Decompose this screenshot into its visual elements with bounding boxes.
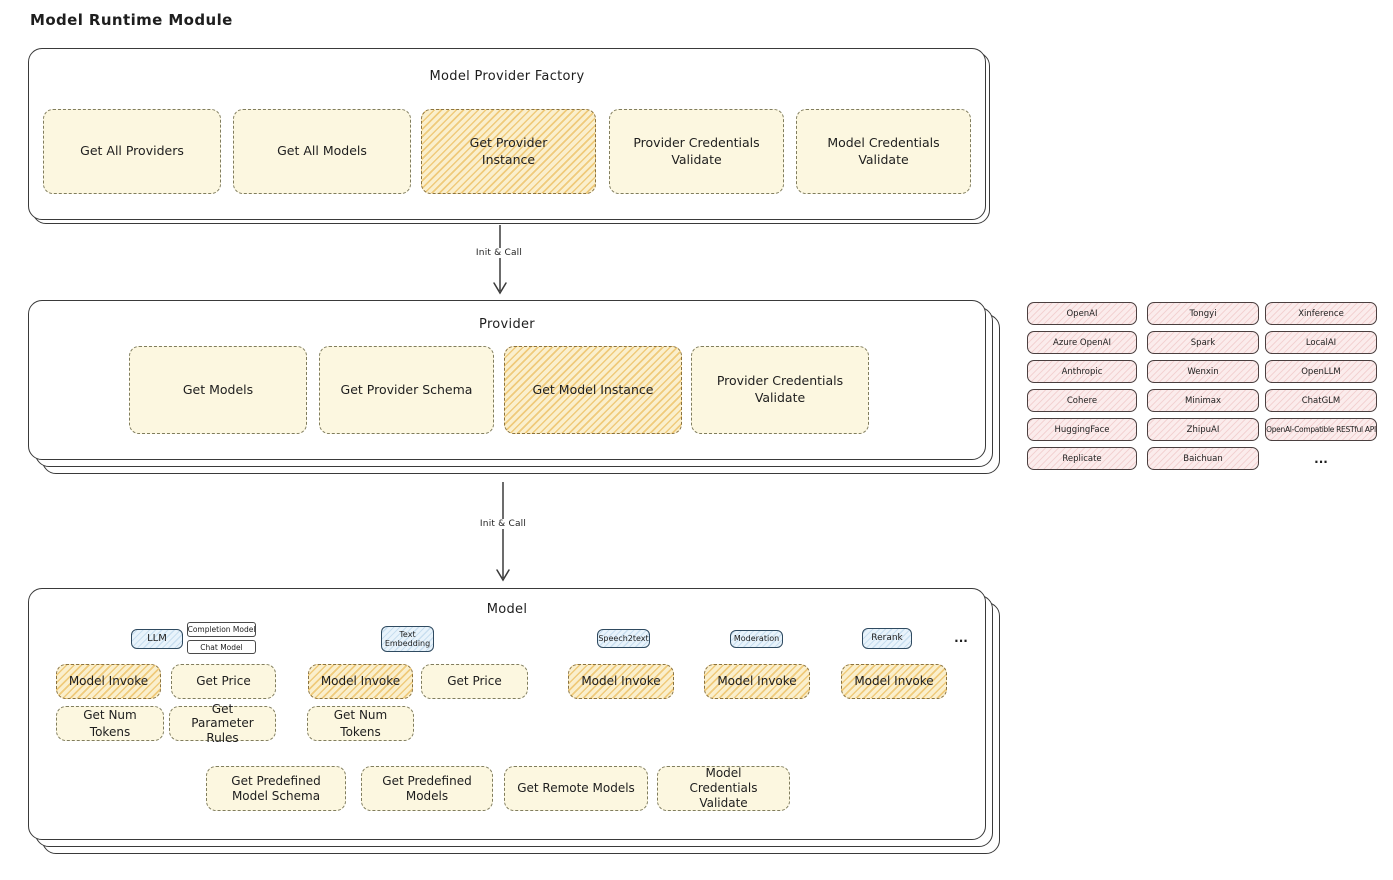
node-get-provider-schema: Get Provider Schema [319,346,494,434]
tag-chat-model: Chat Model [187,640,256,654]
provider-container: Provider Get Models Get Provider Schema … [28,300,986,460]
node-label: Provider Credentials Validate [716,373,844,405]
node-label: Get Num Tokens [83,708,137,739]
provider-list-more: ... [1314,452,1328,466]
tag-text-embedding: Text Embedding [381,626,434,652]
node-label: Get Models [182,381,254,397]
model-provider-factory-container: Model Provider Factory Get All Providers… [28,48,986,220]
model-tags-more: ... [954,631,968,645]
init-call-label-2: Init & Call [476,519,530,529]
node-label: Model Invoke [854,674,934,689]
node-provider-credentials-validate-2: Provider Credentials Validate [691,346,869,434]
provider-openai: OpenAI [1027,302,1137,325]
node-label: Get Num Tokens [333,708,388,739]
node-get-remote-models: Get Remote Models [504,766,648,811]
provider-tongyi: Tongyi [1147,302,1259,325]
node-llm-model-invoke: Model Invoke [56,664,161,699]
provider-azure-openai: Azure OpenAI [1027,331,1137,354]
node-moderation-model-invoke: Model Invoke [704,664,810,699]
provider-minimax: Minimax [1147,389,1259,412]
provider-anthropic: Anthropic [1027,360,1137,383]
node-label: Get Parameter Rules [191,701,254,745]
provider-xinference: Xinference [1265,302,1377,325]
node-model-credentials-validate: Model Credentials Validate [796,109,971,194]
provider-openai-compatible-restful-api: OpenAI-Compatible RESTful API [1265,418,1377,441]
node-get-predefined-models: Get Predefined Models [361,766,493,811]
node-label: Get All Providers [80,143,184,159]
node-embedding-model-invoke: Model Invoke [308,664,413,699]
node-get-models: Get Models [129,346,307,434]
factory-title: Model Provider Factory [429,69,585,84]
node-get-model-instance: Get Model Instance [504,346,682,434]
init-call-arrow-1 [493,225,507,295]
node-rerank-model-invoke: Model Invoke [841,664,947,699]
tag-moderation: Moderation [730,630,783,648]
node-llm-get-price: Get Price [171,664,276,699]
node-label: Get Provider Schema [340,381,473,397]
node-get-predefined-model-schema: Get Predefined Model Schema [206,766,346,811]
node-label: Provider Credentials Validate [633,134,760,167]
tag-speech2text: Speech2text [597,629,650,648]
provider-zhipuai: ZhipuAI [1147,418,1259,441]
node-get-provider-instance: Get Provider Instance [421,109,596,194]
node-label: Model Invoke [320,674,401,689]
node-label: Get Predefined Models [382,773,472,803]
node-get-all-models: Get All Models [233,109,411,194]
node-label: Get Model Instance [532,381,654,397]
model-title: Model [486,602,528,617]
node-embedding-get-price: Get Price [421,664,528,699]
provider-wenxin: Wenxin [1147,360,1259,383]
node-label: Model Invoke [68,674,149,689]
provider-cohere: Cohere [1027,389,1137,412]
node-llm-get-num-tokens: Get Num Tokens [56,706,164,741]
provider-huggingface: HuggingFace [1027,418,1137,441]
init-call-label-1: Init & Call [472,248,526,258]
node-label: Get Remote Models [517,781,635,796]
node-provider-credentials-validate: Provider Credentials Validate [609,109,784,194]
provider-localai: LocalAI [1265,331,1377,354]
node-label: Model Credentials Validate [689,766,758,810]
provider-openllm: OpenLLM [1265,360,1377,383]
provider-replicate: Replicate [1027,447,1137,470]
model-container: Model LLM Completion Model Chat Model Te… [28,588,986,840]
node-embedding-get-num-tokens: Get Num Tokens [307,706,414,741]
tag-completion-model: Completion Model [187,622,256,637]
node-label: Get Provider Instance [469,134,548,167]
node-label: Model Invoke [717,674,797,689]
node-speech2text-model-invoke: Model Invoke [568,664,674,699]
tag-llm: LLM [131,629,183,649]
node-label: Get Predefined Model Schema [231,773,321,803]
tag-rerank: Rerank [862,628,912,649]
node-model-credentials-validate-2: Model Credentials Validate [657,766,790,811]
node-label: Model Invoke [581,674,661,689]
provider-chatglm: ChatGLM [1265,389,1377,412]
provider-title: Provider [479,317,535,332]
provider-baichuan: Baichuan [1147,447,1259,470]
node-label: Get All Models [277,143,367,159]
node-get-all-providers: Get All Providers [43,109,221,194]
init-call-arrow-2 [496,482,510,582]
node-label: Get Price [447,674,502,689]
provider-spark: Spark [1147,331,1259,354]
node-label: Model Credentials Validate [827,134,940,167]
page-title: Model Runtime Module [30,11,233,29]
node-label: Get Price [196,674,251,689]
node-llm-get-parameter-rules: Get Parameter Rules [169,702,276,745]
